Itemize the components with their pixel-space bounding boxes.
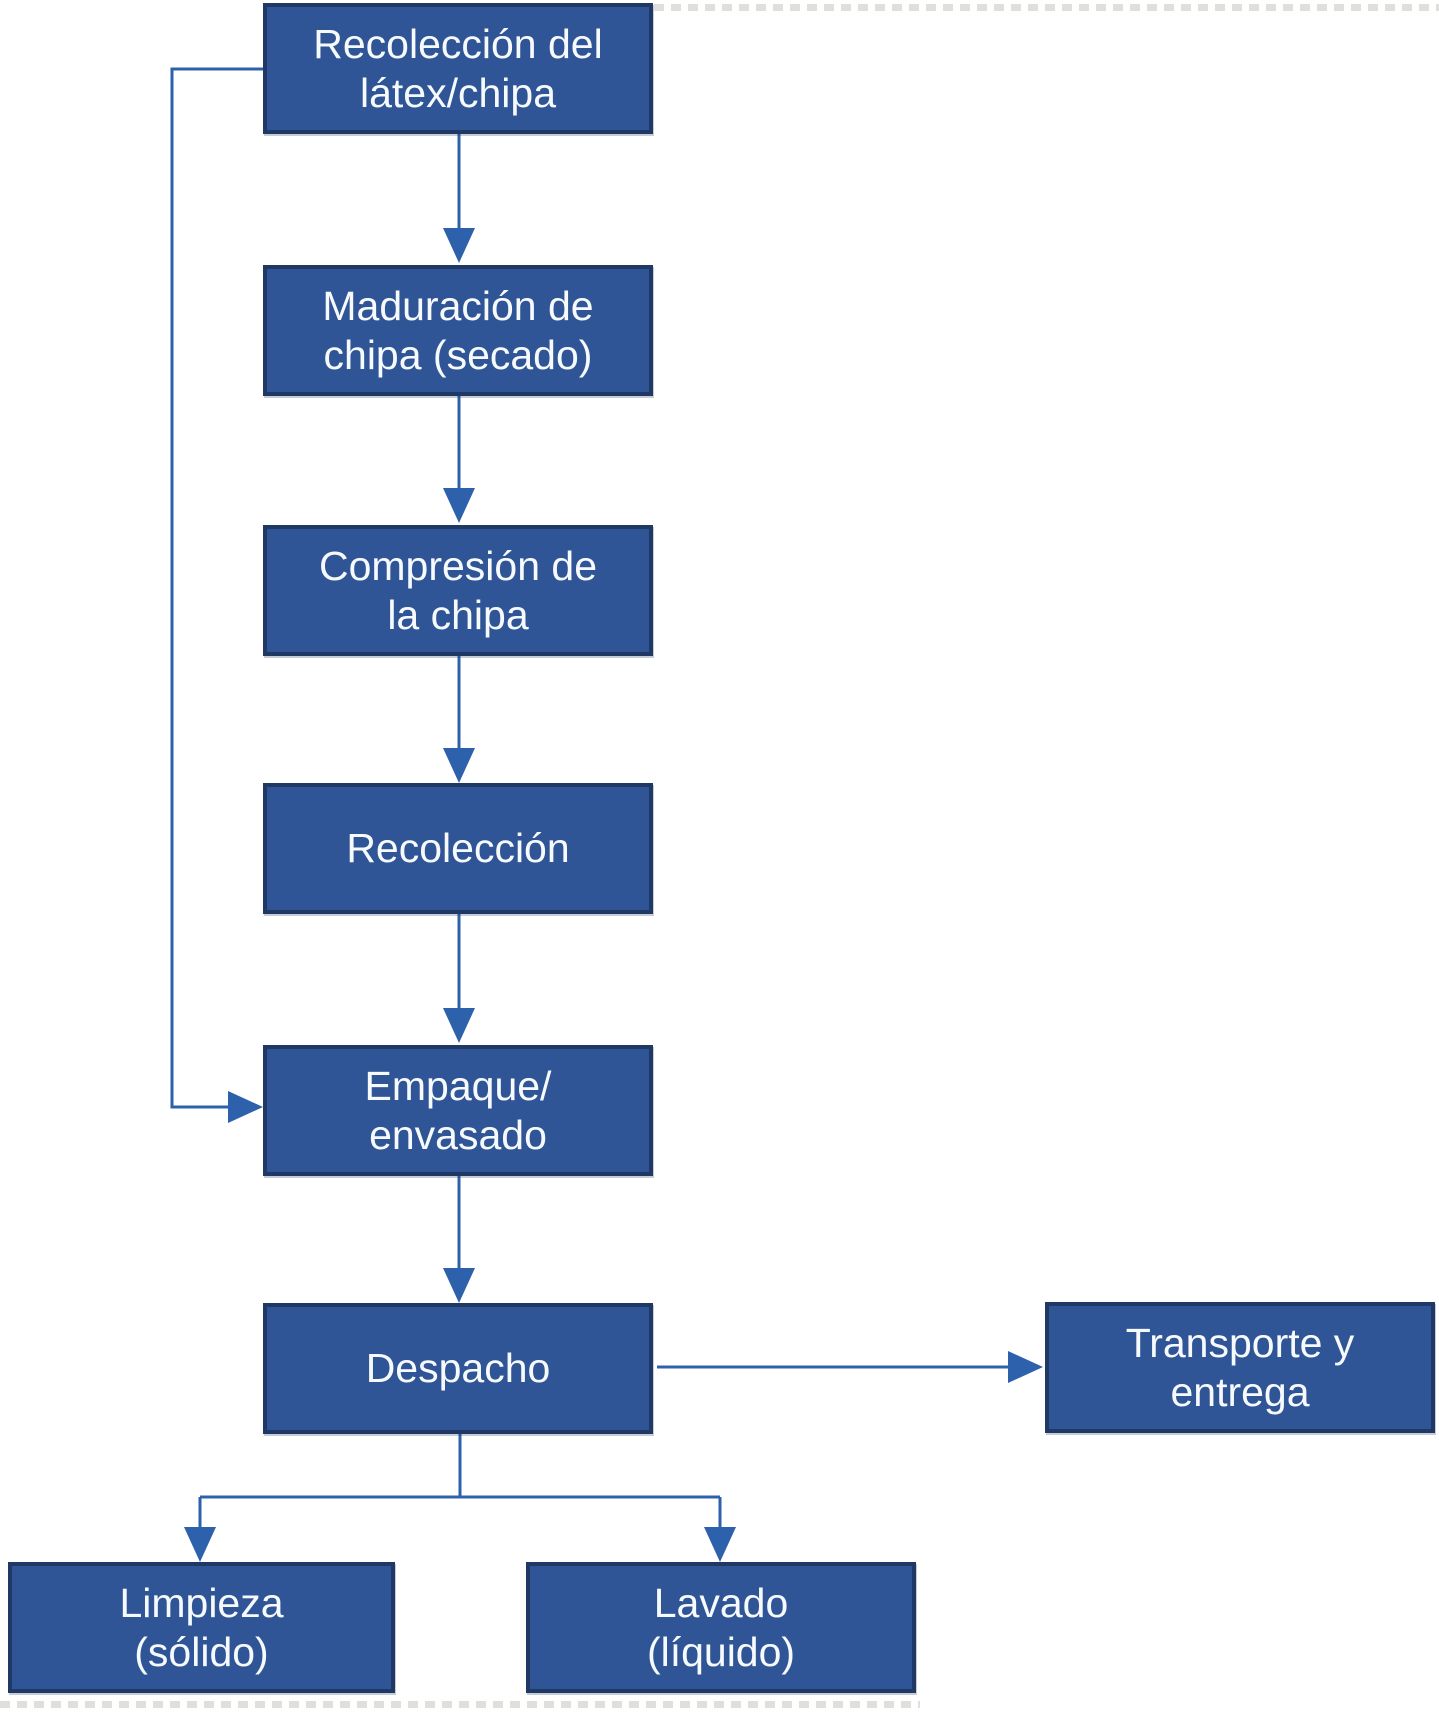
node-label: Empaque/ envasado — [364, 1063, 552, 1158]
arrowhead-down-limpieza — [184, 1527, 216, 1562]
node-label: Maduración de chipa (secado) — [322, 283, 594, 378]
node-transporte-entrega: Transporte y entrega — [1045, 1302, 1435, 1433]
node-label: Despacho — [365, 1345, 551, 1392]
node-maduracion-chipa: Maduración de chipa (secado) — [263, 265, 653, 396]
arrowhead-down-2 — [443, 488, 475, 523]
node-despacho: Despacho — [263, 1303, 653, 1434]
node-label: Lavado (líquido) — [646, 1580, 796, 1675]
node-lavado-liquido: Lavado (líquido) — [526, 1562, 916, 1693]
arrowhead-down-4 — [443, 1008, 475, 1043]
node-recoleccion-latex-chipa: Recolección del látex/chipa — [263, 3, 653, 134]
node-recoleccion: Recolección — [263, 783, 653, 914]
node-empaque-envasado: Empaque/ envasado — [263, 1045, 653, 1176]
faint-dashed-gridline-bottom — [0, 1701, 920, 1708]
arrowhead-right-transporte — [1008, 1351, 1043, 1383]
node-label: Transporte y entrega — [1125, 1320, 1355, 1415]
branch-despacho-split — [198, 1434, 722, 1527]
node-limpieza-solido: Limpieza (sólido) — [8, 1562, 395, 1693]
node-label: Limpieza (sólido) — [119, 1580, 284, 1675]
node-compresion-chipa: Compresión de la chipa — [263, 525, 653, 656]
node-label: Recolección — [346, 825, 570, 872]
faint-dashed-gridline-top — [620, 4, 1439, 11]
arrowhead-down-5 — [443, 1268, 475, 1303]
arrowhead-right-feedback — [228, 1091, 263, 1123]
arrowhead-down-lavado — [704, 1527, 736, 1562]
node-label: Compresión de la chipa — [318, 543, 598, 638]
arrowhead-down-3 — [443, 748, 475, 783]
node-label: Recolección del látex/chipa — [313, 21, 603, 116]
arrowhead-down-1 — [443, 228, 475, 263]
feedback-loop-recoleccionlatex-to-empaque — [170, 67, 263, 1109]
